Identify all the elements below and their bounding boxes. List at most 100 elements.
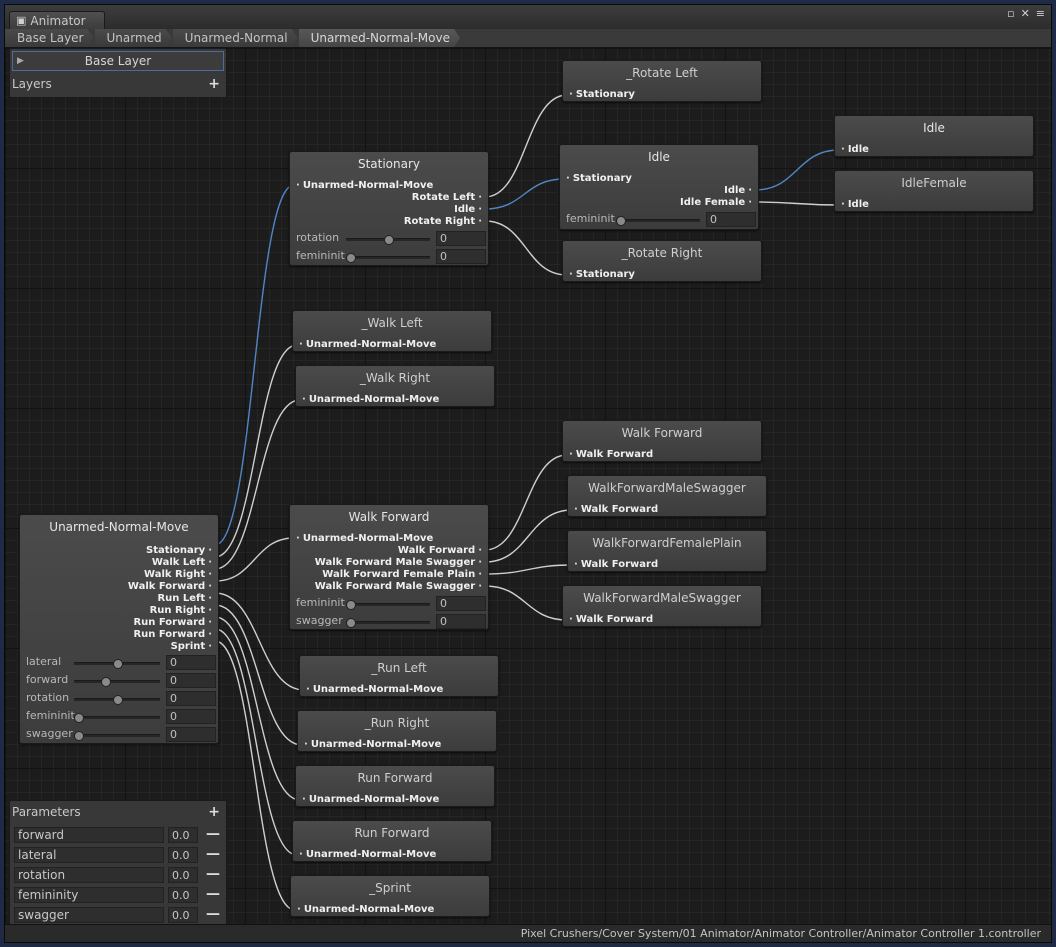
output-port-walk-forward-male-swagger[interactable]: Walk Forward Male Swagger	[315, 581, 482, 593]
input-port[interactable]: Unarmed-Normal-Move	[296, 533, 433, 545]
add-parameter-icon[interactable]: +	[208, 804, 220, 820]
param-slider[interactable]	[616, 216, 700, 226]
slider-knob[interactable]	[113, 659, 123, 669]
slider-knob[interactable]	[346, 618, 356, 628]
node-run-forward-2[interactable]: Run Forward Unarmed-Normal-Move	[292, 820, 492, 862]
output-port-walk-left[interactable]: Walk Left	[152, 557, 212, 569]
node-run-left[interactable]: _Run Left Unarmed-Normal-Move	[299, 655, 499, 697]
maximize-icon[interactable]: ▫	[1007, 7, 1015, 20]
param-slider[interactable]	[346, 618, 430, 628]
output-port-walk-forward[interactable]: Walk Forward	[398, 545, 482, 557]
node-walk-forward[interactable]: Walk Forward Unarmed-Normal-Move Walk Fo…	[289, 504, 489, 630]
close-icon[interactable]: ✕	[1020, 7, 1030, 20]
output-port-walk-forward-female-plain[interactable]: Walk Forward Female Plain	[322, 569, 482, 581]
param-slider[interactable]	[74, 695, 160, 705]
output-port-idle[interactable]: Idle	[724, 185, 752, 197]
param-slider[interactable]	[346, 600, 430, 610]
base-layer-item[interactable]: ▶ Base Layer	[12, 51, 224, 71]
input-port[interactable]: Stationary	[569, 89, 635, 101]
input-port[interactable]: Unarmed-Normal-Move	[297, 904, 434, 916]
node-idle-female[interactable]: IdleFemale Idle	[834, 170, 1034, 212]
parameter-value-field[interactable]: 0.0	[168, 907, 198, 923]
param-value-field[interactable]: 0	[436, 614, 486, 629]
output-port-sprint[interactable]: Sprint	[171, 641, 212, 653]
remove-parameter-icon[interactable]: —	[206, 846, 220, 862]
slider-knob[interactable]	[101, 677, 112, 687]
node-rotate-right[interactable]: _Rotate Right Stationary	[562, 240, 762, 282]
node-walk-forward-male-swagger-2[interactable]: WalkForwardMaleSwagger Walk Forward	[562, 585, 762, 627]
input-port[interactable]: Walk Forward	[569, 614, 653, 626]
input-port[interactable]: Unarmed-Normal-Move	[302, 794, 439, 806]
expand-arrow-icon[interactable]: ▶	[17, 56, 24, 66]
remove-parameter-icon[interactable]: —	[206, 886, 220, 902]
slider-knob[interactable]	[616, 216, 626, 226]
output-port-run-forward[interactable]: Run Forward	[133, 629, 212, 641]
output-port-run-forward[interactable]: Run Forward	[133, 617, 212, 629]
node-run-forward[interactable]: Run Forward Unarmed-Normal-Move	[295, 765, 495, 807]
param-value-field[interactable]: 0	[436, 249, 486, 264]
node-idle-leaf[interactable]: Idle Idle	[834, 115, 1034, 157]
param-value-field[interactable]: 0	[166, 655, 216, 670]
output-port-run-left[interactable]: Run Left	[157, 593, 212, 605]
slider-knob[interactable]	[74, 713, 84, 723]
input-port[interactable]: Unarmed-Normal-Move	[302, 394, 439, 406]
node-walk-forward-male-swagger[interactable]: WalkForwardMaleSwagger Walk Forward	[567, 475, 767, 517]
param-slider[interactable]	[74, 713, 160, 723]
parameter-value-field[interactable]: 0.0	[168, 827, 198, 843]
breadcrumb-item-current[interactable]: Unarmed-Normal-Move	[299, 29, 460, 47]
remove-parameter-icon[interactable]: —	[206, 866, 220, 882]
node-unarmed-normal-move[interactable]: Unarmed-Normal-Move Stationary Walk Left…	[19, 514, 219, 744]
param-value-field[interactable]: 0	[706, 212, 756, 227]
breadcrumb-item[interactable]: Unarmed-Normal	[173, 29, 298, 47]
slider-knob[interactable]	[74, 731, 84, 741]
parameter-name-field[interactable]: forward	[14, 827, 164, 843]
input-port[interactable]: Stationary	[569, 269, 635, 281]
node-run-right[interactable]: _Run Right Unarmed-Normal-Move	[297, 710, 497, 752]
output-port-walk-forward-male-swagger[interactable]: Walk Forward Male Swagger	[315, 557, 482, 569]
input-port[interactable]: Unarmed-Normal-Move	[306, 684, 443, 696]
slider-knob[interactable]	[346, 253, 356, 263]
remove-parameter-icon[interactable]: —	[206, 906, 220, 922]
input-port[interactable]: Unarmed-Normal-Move	[299, 849, 436, 861]
param-slider[interactable]	[74, 677, 160, 687]
param-slider[interactable]	[346, 235, 430, 245]
breadcrumb-item[interactable]: Unarmed	[95, 29, 172, 47]
menu-icon[interactable]: ≡	[1035, 7, 1045, 20]
slider-knob[interactable]	[384, 235, 394, 245]
output-port-walk-forward[interactable]: Walk Forward	[128, 581, 212, 593]
node-sprint[interactable]: _Sprint Unarmed-Normal-Move	[290, 875, 490, 917]
output-port-stationary[interactable]: Stationary	[146, 545, 212, 557]
output-port-idle[interactable]: Idle	[454, 204, 482, 216]
param-value-field[interactable]: 0	[166, 727, 216, 742]
parameter-name-field[interactable]: swagger	[14, 907, 164, 923]
parameter-value-field[interactable]: 0.0	[168, 867, 198, 883]
parameter-value-field[interactable]: 0.0	[168, 847, 198, 863]
node-stationary[interactable]: Stationary Unarmed-Normal-Move Rotate Le…	[289, 151, 489, 266]
input-port[interactable]: Walk Forward	[569, 449, 653, 461]
node-idle[interactable]: Idle Stationary Idle Idle Female feminin…	[559, 144, 759, 230]
input-port[interactable]: Walk Forward	[574, 559, 658, 571]
output-port-walk-right[interactable]: Walk Right	[144, 569, 212, 581]
breadcrumb-item[interactable]: Base Layer	[5, 29, 94, 47]
param-slider[interactable]	[346, 253, 430, 263]
param-value-field[interactable]: 0	[436, 231, 486, 246]
param-value-field[interactable]: 0	[166, 709, 216, 724]
param-slider[interactable]	[74, 731, 160, 741]
param-value-field[interactable]: 0	[166, 691, 216, 706]
output-port-rotate-right[interactable]: Rotate Right	[404, 216, 482, 228]
add-layer-icon[interactable]: +	[208, 76, 220, 92]
parameter-name-field[interactable]: femininity	[14, 887, 164, 903]
output-port-idle-female[interactable]: Idle Female	[680, 197, 752, 209]
node-walk-forward-leaf[interactable]: Walk Forward Walk Forward	[562, 420, 762, 462]
node-walk-forward-female-plain[interactable]: WalkForwardFemalePlain Walk Forward	[567, 530, 767, 572]
input-port[interactable]: Idle	[841, 199, 869, 211]
input-port[interactable]: Idle	[841, 144, 869, 156]
slider-knob[interactable]	[346, 600, 356, 610]
param-slider[interactable]	[74, 659, 160, 669]
parameter-value-field[interactable]: 0.0	[168, 887, 198, 903]
input-port[interactable]: Unarmed-Normal-Move	[299, 339, 436, 351]
input-port[interactable]: Unarmed-Normal-Move	[296, 180, 433, 192]
input-port[interactable]: Stationary	[566, 173, 632, 185]
slider-knob[interactable]	[113, 695, 123, 705]
parameter-name-field[interactable]: lateral	[14, 847, 164, 863]
